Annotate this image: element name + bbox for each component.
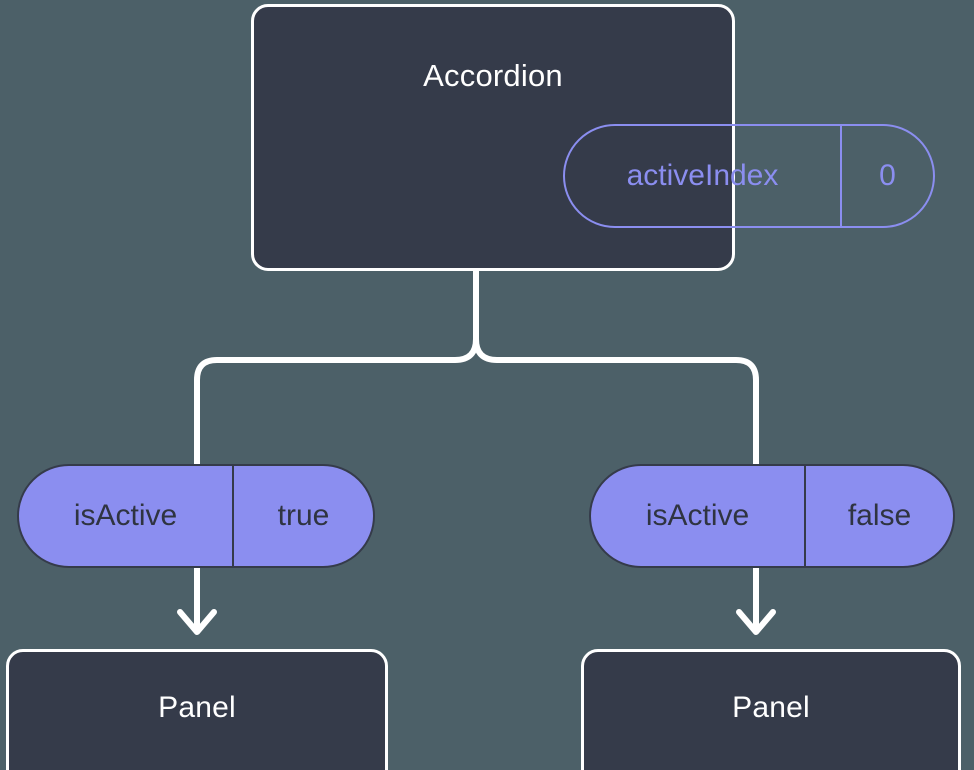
active-index-pill-key: activeIndex [565,126,842,226]
is-active-true-pill[interactable]: isActive true [17,464,375,568]
is-active-true-pill-key: isActive [19,466,234,566]
is-active-true-pill-value: true [277,499,330,532]
is-active-false-pill[interactable]: isActive false [589,464,955,568]
is-active-false-pill-key: isActive [591,466,806,566]
accordion-title: Accordion [423,58,563,93]
fork-parent-to-children-connector [194,266,759,467]
fork-stem-left-half [194,266,479,467]
panel-right-title: Panel [732,691,810,724]
panel-right-node[interactable]: Panel [581,649,961,770]
arrow-true-pill-to-panel-left [177,565,217,635]
panel-left-title: Panel [158,691,236,724]
arrow-right-head-icon [736,609,776,635]
fork-stem-right-half [473,336,759,467]
active-index-pill-value: 0 [879,159,896,192]
is-active-false-pill-value: false [847,499,912,532]
arrow-false-pill-to-panel-right [736,565,776,635]
panel-left-node[interactable]: Panel [6,649,388,770]
arrow-left-head-icon [177,609,217,635]
active-index-pill[interactable]: activeIndex 0 [563,124,935,228]
accordion-node[interactable]: Accordion activeIndex 0 [251,4,935,271]
